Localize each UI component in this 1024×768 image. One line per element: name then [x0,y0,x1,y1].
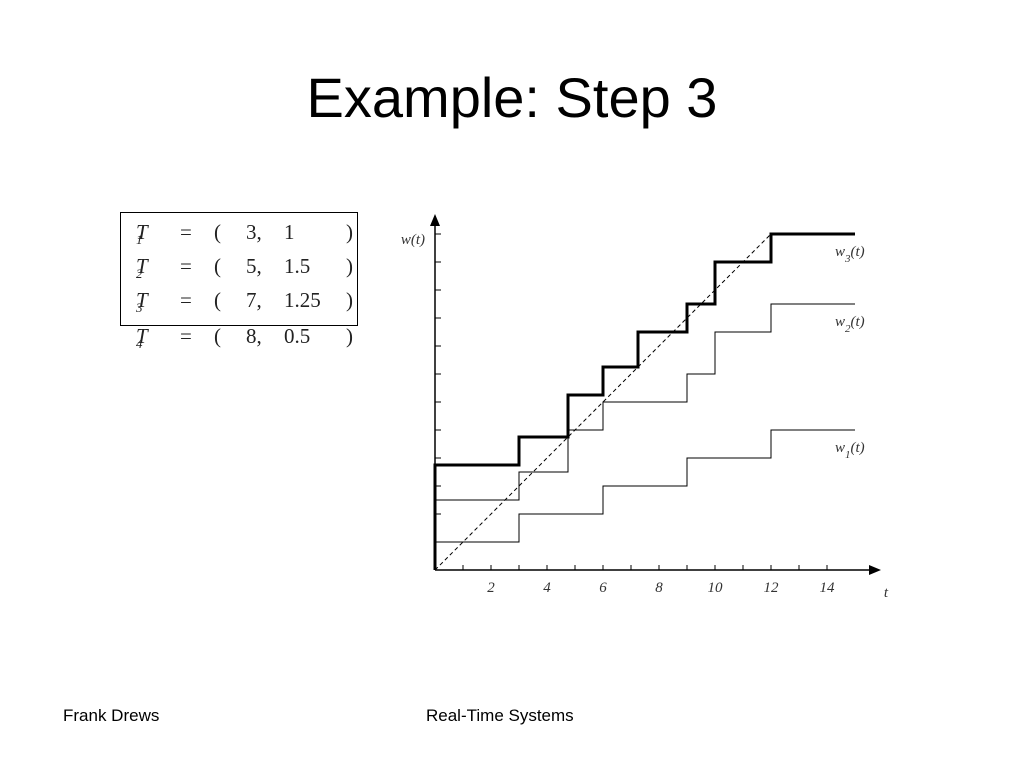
x-tick-label: 14 [820,580,836,596]
series-label: w1(t) [835,440,865,461]
x-tick-label: 4 [543,580,551,596]
x-tick-label: 8 [655,580,663,596]
task-period: 7, [246,288,262,312]
x-tick-label: 2 [487,580,495,596]
close-paren: ) [346,254,353,278]
open-paren: ( [214,220,221,244]
task-exec-time: 1 [284,220,295,244]
task-exec-time: 1.5 [284,254,311,278]
y-axis-label: w(t) [401,232,425,248]
close-paren: ) [346,220,353,244]
x-tick-label: 12 [764,580,780,596]
x-tick-label: 10 [708,580,724,596]
task-box-frame [120,212,358,326]
series-w2t [435,303,855,501]
equals-sign: = [180,220,192,244]
open-paren: ( [214,254,221,278]
series-w1t [435,429,855,543]
equals-sign: = [180,254,192,278]
equals-sign: = [180,324,192,348]
series-label: w3(t) [835,244,865,265]
open-paren: ( [214,288,221,312]
open-paren: ( [214,324,221,348]
x-tick-label: 6 [599,580,607,596]
y-axis-arrow [430,214,440,226]
series-reference-line [434,233,772,571]
task-exec-time: 1.25 [284,288,321,312]
task-period: 5, [246,254,262,278]
task-exec-time: 0.5 [284,324,311,348]
task-period: 3, [246,220,262,244]
equals-sign: = [180,288,192,312]
close-paren: ) [346,288,353,312]
slide-title: Example: Step 3 [306,66,718,129]
task-period: 8, [246,324,262,348]
x-axis-arrow [869,565,881,575]
series-label: w2(t) [835,314,865,335]
footer-author: Frank Drews [63,706,160,725]
x-axis-label: t [884,585,889,601]
footer-course: Real-Time Systems [426,706,574,725]
close-paren: ) [346,324,353,348]
